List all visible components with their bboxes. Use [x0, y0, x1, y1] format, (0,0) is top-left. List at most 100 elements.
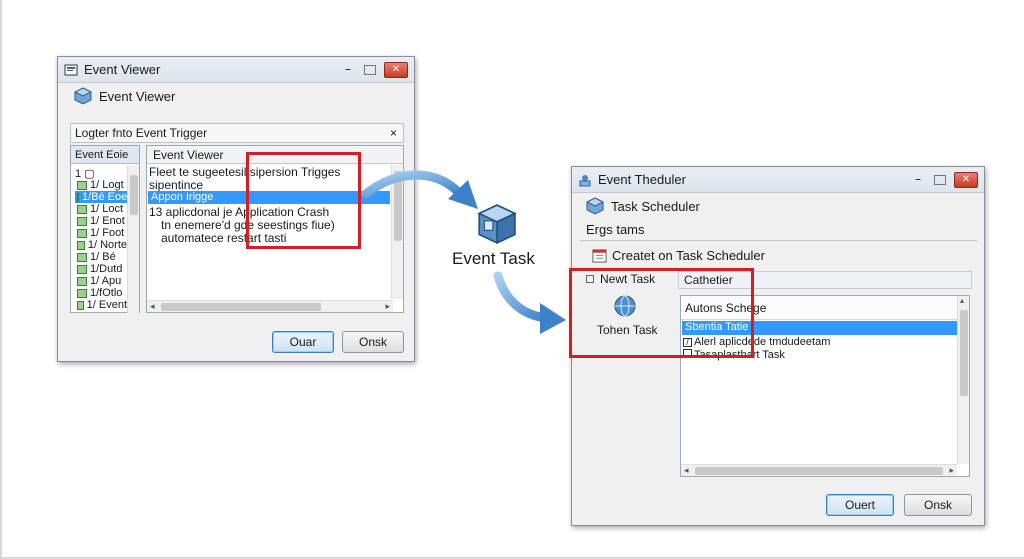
tree-log-icon — [77, 216, 87, 226]
scheduler-header-title: Task Scheduler — [611, 198, 700, 214]
tree-item[interactable]: 1/fOtlo — [75, 287, 127, 299]
close-button[interactable]: ✕ — [384, 61, 408, 78]
event-detail-panel: Event Viewer Fleet te sugeetesil sipersi… — [146, 145, 404, 313]
scheduler-maximize-button[interactable] — [934, 174, 946, 185]
section-label: Ergs tams — [586, 222, 645, 237]
toolbar-label: Logter fnto Event Trigger — [75, 126, 208, 140]
new-task-row[interactable]: Newt Task — [586, 272, 655, 286]
new-task-label: Newt Task — [600, 272, 656, 286]
detail-line-6: automatece restart tasti — [161, 231, 287, 245]
task-list-row-2[interactable]: /Alerl aplicdede tmdudeetam — [683, 336, 830, 348]
list-vertical-scrollbar[interactable]: ▴ — [957, 296, 969, 464]
scheduler-minimize-button[interactable]: – — [915, 173, 921, 185]
tree-item[interactable]: 1/ Foot — [75, 227, 127, 239]
tree-item[interactable]: 1/Bé Eoet — [75, 191, 131, 203]
cube-icon — [586, 197, 604, 215]
tree-item-label: 1/ Logt — [90, 179, 124, 191]
toolbar-close-icon[interactable]: × — [389, 126, 397, 140]
detail-line-2: sipentince — [149, 178, 204, 192]
tree-log-icon — [77, 252, 87, 262]
cancel-button[interactable]: Onsk — [342, 331, 404, 353]
event-viewer-icon — [64, 64, 78, 75]
detail-vertical-scrollbar[interactable] — [391, 165, 403, 299]
scheduler-window-title: Event Theduler — [598, 172, 686, 187]
task-scheduler-window: Event Theduler – ✕ Task Scheduler Ergs t… — [571, 166, 985, 526]
list-header: Autons Schege — [681, 296, 969, 320]
scheduler-ok-button[interactable]: Ouert — [826, 494, 894, 516]
tree-log-icon — [77, 288, 87, 298]
detail-horizontal-scrollbar[interactable]: ◂ ▸ — [147, 300, 393, 312]
frame-bottom-border — [0, 557, 1024, 559]
detail-line-1: Fleet te sugeetesil sipersion Trigges — [149, 165, 341, 179]
globe-icon[interactable] — [613, 294, 637, 318]
tree-item-label: 1/ Event — [86, 299, 127, 311]
tree-item-label: 1/ Apu — [90, 275, 122, 287]
new-task-checkbox[interactable] — [586, 275, 594, 283]
scheduler-close-button[interactable]: ✕ — [954, 171, 978, 188]
event-viewer-titlebar[interactable]: Event Viewer – ✕ — [58, 57, 414, 83]
tree-header-label: Event Eoie — [75, 149, 129, 161]
tree-item[interactable]: 1/ Loct — [75, 203, 127, 215]
create-label: Createt on Task Scheduler — [612, 248, 765, 263]
frame-left-border — [0, 0, 2, 559]
selected-task-label: Sbentia Tatie — [685, 321, 749, 333]
trigger-highlight-box — [246, 152, 361, 249]
tree-item[interactable]: 1/Dutd — [75, 263, 127, 275]
column-header-label: Cathetier — [684, 273, 733, 287]
event-task-label: Event Task — [452, 249, 535, 268]
task-list-panel: Autons Schege Sbentia Tatie /Alerl aplic… — [680, 295, 970, 477]
tree-item-label: 1 ▢ — [75, 168, 95, 180]
scheduler-cancel-button[interactable]: Onsk — [904, 494, 972, 516]
maximize-button[interactable] — [364, 64, 376, 75]
detail-header-label: Event Viewer — [153, 148, 224, 162]
new-task-item-label[interactable]: Tohen Task — [597, 323, 658, 337]
header-bar: Event Viewer — [74, 87, 175, 105]
calendar-icon — [592, 249, 607, 263]
selected-trigger-label: Appon Irigge — [151, 191, 214, 203]
tree-log-icon — [77, 300, 84, 310]
tree-header: Event Eoie — [71, 146, 139, 164]
create-row[interactable]: Createt on Task Scheduler — [592, 248, 765, 263]
tree-item[interactable]: 1/ Enot — [75, 215, 127, 227]
minimize-button[interactable]: – — [345, 63, 351, 75]
tree-item[interactable]: 1/ Apu — [75, 275, 127, 287]
task-cube-icon — [477, 204, 517, 245]
toolbar-strip: Logter fnto Event Trigger × — [70, 123, 404, 143]
tree-log-icon — [77, 264, 87, 274]
tree-scrollbar[interactable] — [127, 165, 139, 313]
tree-log-icon — [77, 228, 87, 238]
tree-item[interactable]: 1 ▢ — [75, 167, 127, 180]
tree-log-icon — [77, 240, 85, 250]
tree-item-label: 1/ Norte — [87, 239, 127, 251]
tree-log-icon — [77, 192, 79, 202]
section-strip: Ergs tams — [580, 219, 978, 241]
tree-item[interactable]: 1/ Event — [75, 299, 127, 311]
tree-item-label: 1/ Foot — [90, 227, 125, 239]
detail-line-4: 13 aplicdonal je Application Crash — [149, 205, 330, 219]
tree-item[interactable]: 1/ Norte — [75, 239, 127, 251]
cube-icon — [74, 87, 92, 105]
tree-log-icon — [77, 276, 87, 286]
new-task-highlight-box — [569, 268, 754, 358]
scheduler-header-bar: Task Scheduler — [586, 197, 700, 215]
ok-button[interactable]: Ouar — [272, 331, 334, 353]
selected-trigger-row[interactable]: Appon Irigge — [148, 191, 390, 204]
task-scheduler-titlebar[interactable]: Event Theduler – ✕ — [572, 167, 984, 193]
tree-log-icon — [77, 204, 87, 214]
tree-item[interactable]: 1/ Bé — [75, 251, 127, 263]
task-row-2-label: Alerl aplicdede tmdudeetam — [694, 336, 831, 348]
header-title: Event Viewer — [99, 88, 176, 104]
tree-item[interactable]: 1/ Logt — [75, 179, 127, 191]
window-title: Event Viewer — [84, 62, 161, 77]
list-header-label: Autons Schege — [685, 301, 767, 315]
tree-item-label: 1/ Bé — [90, 251, 116, 263]
tree-item-label: 1/Dutd — [90, 263, 123, 275]
tree-item-label: 1/fOtlo — [90, 287, 123, 299]
tree-item-label: 1/ Enot — [90, 215, 125, 227]
row-check-icon: / — [683, 338, 692, 347]
list-horizontal-scrollbar[interactable]: ◂ ▸ — [681, 464, 957, 476]
event-viewer-window: Event Viewer – ✕ Event Viewer Logter fnt… — [57, 56, 415, 362]
scheduler-app-icon — [579, 174, 591, 186]
tree-item-label: 1/Bé Eoet — [82, 191, 131, 203]
